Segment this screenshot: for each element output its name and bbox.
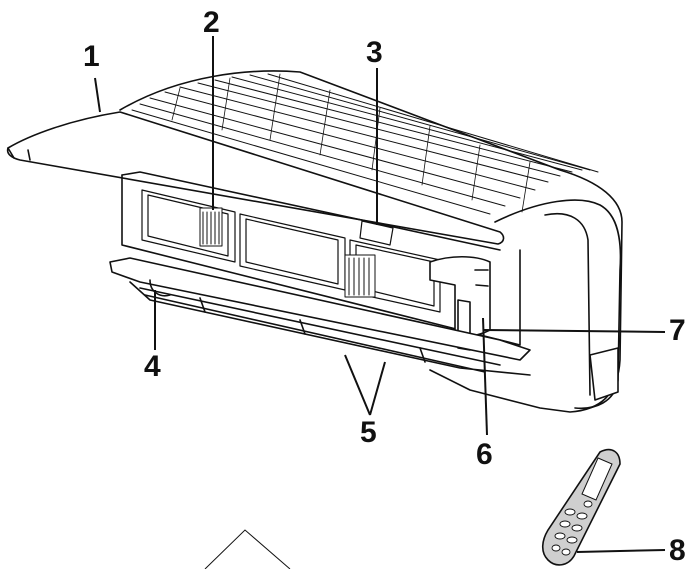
leader-8 xyxy=(576,549,666,553)
callout-1: 1 xyxy=(83,40,100,73)
callout-4: 4 xyxy=(144,350,161,383)
partial-outline xyxy=(204,529,291,569)
leader-6 xyxy=(482,317,488,436)
callout-3: 3 xyxy=(366,36,383,69)
callout-5: 5 xyxy=(360,416,377,449)
top-grille-housing xyxy=(119,70,623,413)
remote-controller xyxy=(541,448,621,566)
remote-display xyxy=(581,457,613,501)
filter-tab-left xyxy=(199,207,223,247)
panel-hinge xyxy=(7,147,31,161)
pipe-cover xyxy=(589,347,619,401)
grille-cross-ribs xyxy=(171,73,531,213)
callout-8: 8 xyxy=(669,534,686,567)
remote-buttons xyxy=(551,500,593,556)
front-panel xyxy=(6,111,505,245)
top-grille-slats xyxy=(131,73,599,215)
display-panel xyxy=(359,220,394,246)
right-end-cap xyxy=(494,199,622,410)
leader-5 xyxy=(344,354,386,416)
leader-7 xyxy=(483,329,666,333)
leader-1 xyxy=(94,77,101,113)
end-cap-edge xyxy=(544,213,591,396)
filter-tab-right xyxy=(344,254,376,298)
leader-lines xyxy=(94,36,666,553)
callout-2: 2 xyxy=(203,6,220,39)
callout-6: 6 xyxy=(476,438,493,471)
callout-7: 7 xyxy=(669,314,686,347)
horizontal-louver xyxy=(109,257,531,361)
